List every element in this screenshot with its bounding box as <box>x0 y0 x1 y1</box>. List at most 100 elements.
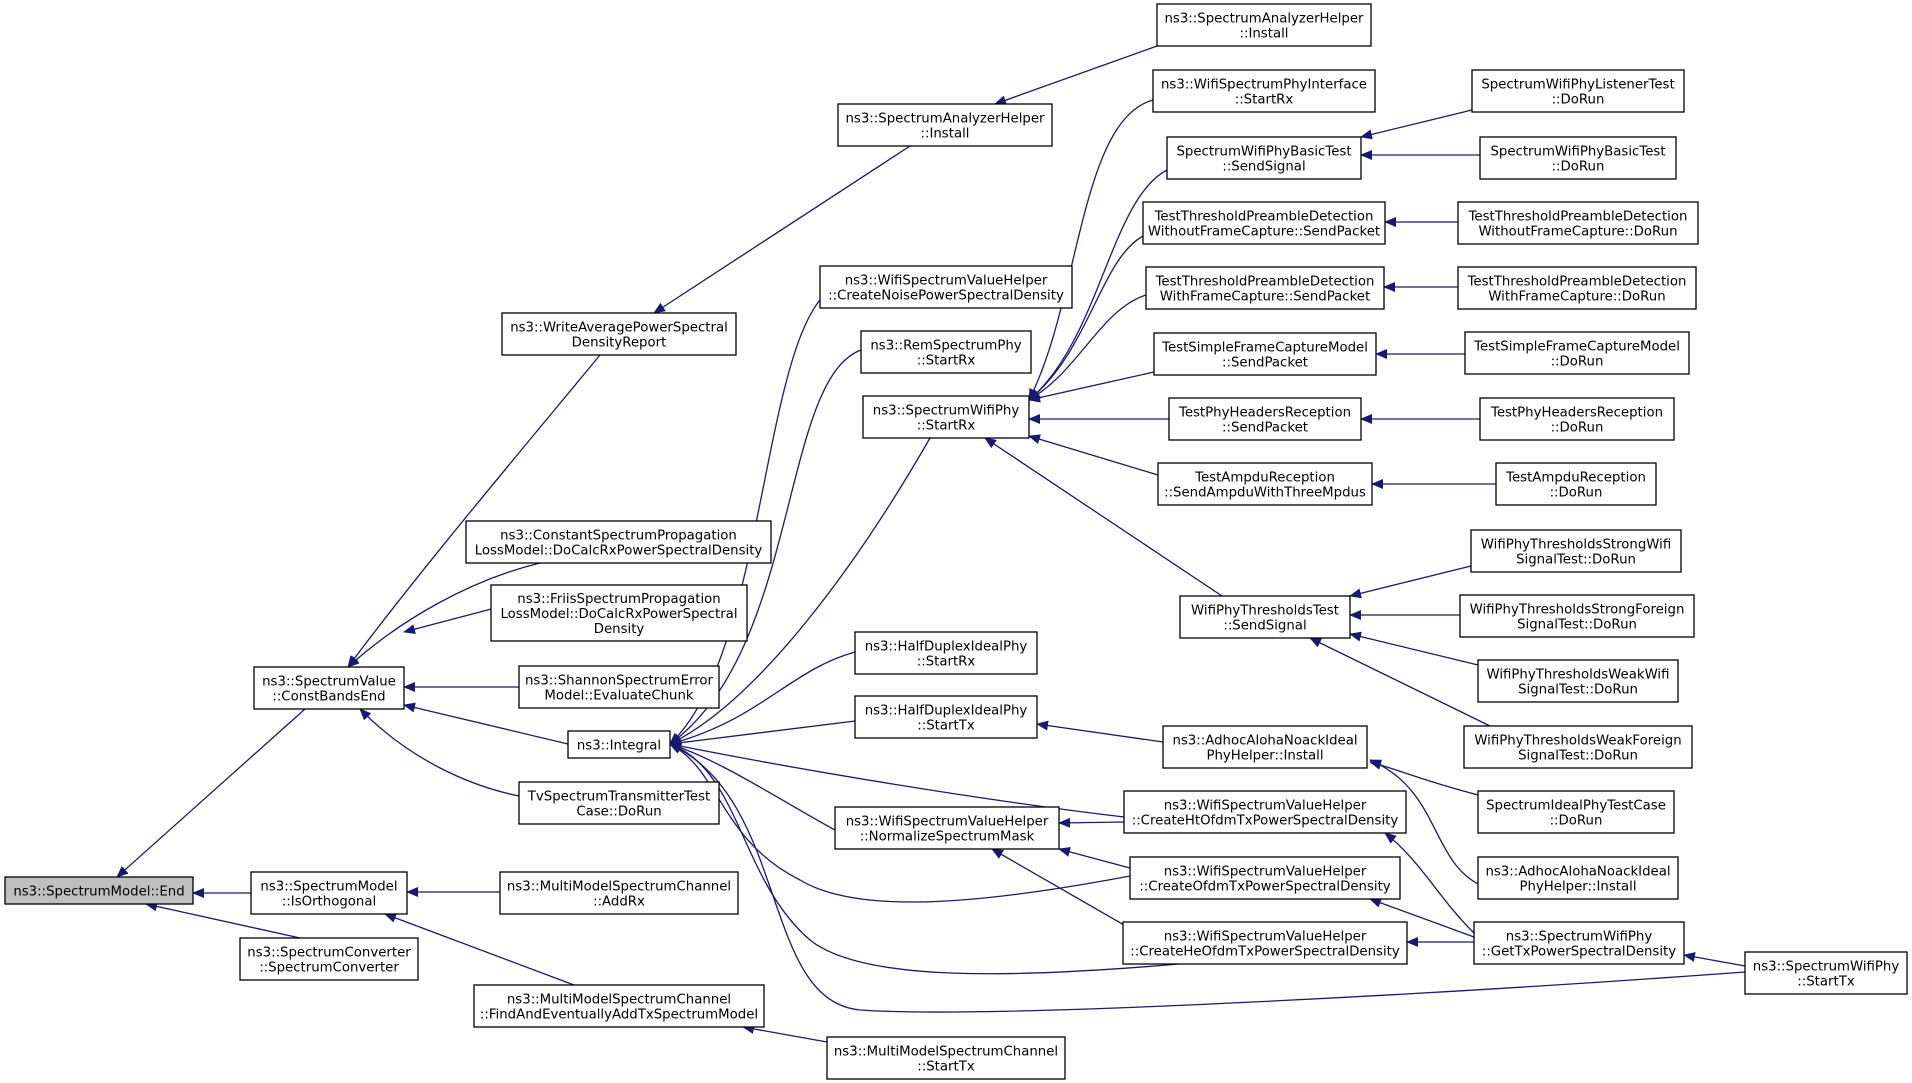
node-box <box>518 665 720 709</box>
edge-tvtest-to-constbandsend <box>359 708 520 797</box>
node-tpdfcrun[interactable]: TestThresholdPreambleDetectionWithFrameC… <box>1457 266 1697 310</box>
node-heofdm[interactable]: ns3::WifiSpectrumValueHelper::CreateHeOf… <box>1122 921 1408 965</box>
node-label: ::DoRun <box>1552 93 1605 108</box>
node-adhocinstall2[interactable]: ns3::AdhocAlohaNoackIdealPhyHelper::Inst… <box>1477 856 1679 900</box>
node-label: ns3::WifiSpectrumValueHelper <box>846 815 1049 830</box>
node-label: ns3::SpectrumConverter <box>247 946 411 961</box>
edge-hdstarttx-to-integral <box>669 720 856 748</box>
node-label: ::StartRx <box>917 419 976 434</box>
node-normmask[interactable]: ns3::WifiSpectrumValueHelper::NormalizeS… <box>834 806 1060 850</box>
node-listenerrun[interactable]: SpectrumWifiPhyListenerTest::DoRun <box>1471 69 1685 113</box>
node-tpdnofcsend[interactable]: TestThresholdPreambleDetectionWithoutFra… <box>1142 201 1386 245</box>
node-box <box>1459 594 1695 638</box>
node-end[interactable]: ns3::SpectrumModel::End <box>4 876 194 905</box>
node-label: WithoutFrameCapture::DoRun <box>1478 225 1677 240</box>
node-tphrrun[interactable]: TestPhyHeadersReception::DoRun <box>1479 397 1675 441</box>
node-box <box>501 312 737 356</box>
node-label: ns3::FriisSpectrumPropagation <box>517 592 720 607</box>
edge-constbandsend-to-end <box>116 708 306 878</box>
node-box <box>1464 331 1690 375</box>
edge-path <box>1058 817 1125 828</box>
edge-path <box>1309 637 1491 727</box>
node-label: WithFrameCapture::SendPacket <box>1160 290 1370 305</box>
node-label: ns3::SpectrumValue <box>262 675 396 690</box>
edge-path <box>669 743 1746 1013</box>
edge-path <box>1028 371 1155 403</box>
node-specconverter[interactable]: ns3::SpectrumConverter::SpectrumConverte… <box>239 937 419 981</box>
node-mmfind[interactable]: ns3::MultiModelSpectrumChannel::FindAndE… <box>473 984 765 1028</box>
edge-hdstartrx-to-integral <box>669 651 856 746</box>
edge-integral-to-constbandsend <box>403 702 569 745</box>
edge-htofdm-to-normmask <box>1058 817 1125 828</box>
node-strongwifi[interactable]: WifiPhyThresholdsStrongWifiSignalTest::D… <box>1470 529 1682 573</box>
node-label: ::FindAndEventuallyAddTxSpectrumModel <box>480 1008 758 1023</box>
node-weakforeign[interactable]: WifiPhyThresholdsWeakForeignSignalTest::… <box>1463 725 1693 769</box>
node-box <box>4 876 194 905</box>
node-gettxpsd[interactable]: ns3::SpectrumWifiPhy::GetTxPowerSpectral… <box>1473 921 1685 965</box>
node-sahinstall1[interactable]: ns3::SpectrumAnalyzerHelper::Install <box>837 103 1053 147</box>
node-hdstartrx[interactable]: ns3::HalfDuplexIdealPhy::StartRx <box>854 631 1038 675</box>
node-shannon[interactable]: ns3::ShannonSpectrumErrorModel::Evaluate… <box>518 665 720 709</box>
edge-constprop-to-constbandsend <box>347 562 541 668</box>
node-label: ::IsOrthogonal <box>282 895 376 910</box>
node-adhocinstall1[interactable]: ns3::AdhocAlohaNoackIdealPhyHelper::Inst… <box>1162 725 1368 769</box>
node-writeavg[interactable]: ns3::WriteAveragePowerSpectralDensityRep… <box>501 312 737 356</box>
node-label: ::AddRx <box>593 895 645 910</box>
node-idealrun[interactable]: SpectrumIdealPhyTestCase::DoRun <box>1477 790 1675 834</box>
node-label: SpectrumIdealPhyTestCase <box>1486 799 1666 814</box>
node-label: TestThresholdPreambleDetection <box>1155 275 1375 290</box>
edge-path <box>1369 759 1481 886</box>
node-label: ::StartTx <box>917 719 975 734</box>
node-tsfcmrun[interactable]: TestSimpleFrameCaptureModel::DoRun <box>1464 331 1690 375</box>
node-box <box>1129 856 1401 900</box>
node-label: TestThresholdPreambleDetection <box>1468 210 1688 225</box>
node-label: ns3::SpectrumWifiPhy <box>873 404 1020 419</box>
node-box <box>1168 397 1362 441</box>
edge-path <box>1028 99 1154 401</box>
node-weakwifi[interactable]: WifiPhyThresholdsWeakWifiSignalTest::DoR… <box>1477 659 1679 703</box>
node-basicsend[interactable]: SpectrumWifiPhyBasicTest::SendSignal <box>1166 136 1362 180</box>
node-swpstarttx[interactable]: ns3::SpectrumWifiPhy::StartTx <box>1744 951 1908 995</box>
graph-edges <box>116 45 1746 1043</box>
node-integral[interactable]: ns3::Integral <box>567 730 671 759</box>
node-basicrun[interactable]: SpectrumWifiPhyBasicTest::DoRun <box>1479 136 1677 180</box>
node-friis[interactable]: ns3::FriisSpectrumPropagationLossModel::… <box>490 584 748 642</box>
node-tsfcmsend[interactable]: TestSimpleFrameCaptureModel::SendPacket <box>1153 332 1377 376</box>
node-tampdurun[interactable]: TestAmpduReception::DoRun <box>1495 462 1657 506</box>
edge-path <box>1028 294 1147 401</box>
node-remstartrx[interactable]: ns3::RemSpectrumPhy::StartRx <box>860 330 1032 374</box>
edge-path <box>653 145 911 314</box>
node-sahinstall2[interactable]: ns3::SpectrumAnalyzerHelper::Install <box>1156 3 1372 47</box>
node-tampdusend[interactable]: TestAmpduReception::SendAmpduWithThreeMp… <box>1157 462 1373 506</box>
edge-tpdfcsend-to-swpstartrx <box>1028 294 1147 401</box>
node-box <box>834 806 1060 850</box>
node-constprop[interactable]: ns3::ConstantSpectrumPropagationLossMode… <box>465 520 772 564</box>
node-tphrsend[interactable]: TestPhyHeadersReception::SendPacket <box>1168 397 1362 441</box>
node-label: ns3::WriteAveragePowerSpectral <box>510 321 728 336</box>
node-noisepsd[interactable]: ns3::WifiSpectrumValueHelper::CreateNois… <box>819 265 1073 309</box>
node-hdstarttx[interactable]: ns3::HalfDuplexIdealPhy::StartTx <box>854 695 1038 739</box>
node-swpstartrx[interactable]: ns3::SpectrumWifiPhy::StartRx <box>862 395 1030 439</box>
node-label: ns3::AdhocAlohaNoackIdeal <box>1485 865 1670 880</box>
node-label: ::SendAmpduWithThreeMpdus <box>1164 486 1366 501</box>
node-isorthogonal[interactable]: ns3::SpectrumModel::IsOrthogonal <box>250 871 408 915</box>
node-wptsend[interactable]: WifiPhyThresholdsTest::SendSignal <box>1179 595 1351 639</box>
node-strongforeign[interactable]: WifiPhyThresholdsStrongForeignSignalTest… <box>1459 594 1695 638</box>
node-mmaddrx[interactable]: ns3::MultiModelSpectrumChannel::AddRx <box>499 871 739 915</box>
node-label: ns3::SpectrumModel <box>260 880 397 895</box>
node-label: TestSimpleFrameCaptureModel <box>1161 341 1368 356</box>
node-label: ns3::HalfDuplexIdealPhy <box>865 640 1028 655</box>
node-label: WifiPhyThresholdsTest <box>1191 604 1339 619</box>
node-ofdm[interactable]: ns3::WifiSpectrumValueHelper::CreateOfdm… <box>1129 856 1401 900</box>
node-constbandsend[interactable]: ns3::SpectrumValue::ConstBandsEnd <box>253 666 405 710</box>
edge-path <box>1028 235 1144 401</box>
node-wspistartrx[interactable]: ns3::WifiSpectrumPhyInterface::StartRx <box>1152 69 1376 113</box>
edge-path <box>1369 760 1479 796</box>
node-htofdm[interactable]: ns3::WifiSpectrumValueHelper::CreateHtOf… <box>1123 790 1407 834</box>
node-label: ns3::HalfDuplexIdealPhy <box>865 704 1028 719</box>
node-tpdfcsend[interactable]: TestThresholdPreambleDetectionWithFrameC… <box>1145 266 1385 310</box>
node-tpdnofcrun[interactable]: TestThresholdPreambleDetectionWithoutFra… <box>1457 201 1699 245</box>
node-mmstarttx[interactable]: ns3::MultiModelSpectrumChannel::StartTx <box>826 1036 1066 1080</box>
edge-heofdm-to-integral <box>669 743 1191 975</box>
